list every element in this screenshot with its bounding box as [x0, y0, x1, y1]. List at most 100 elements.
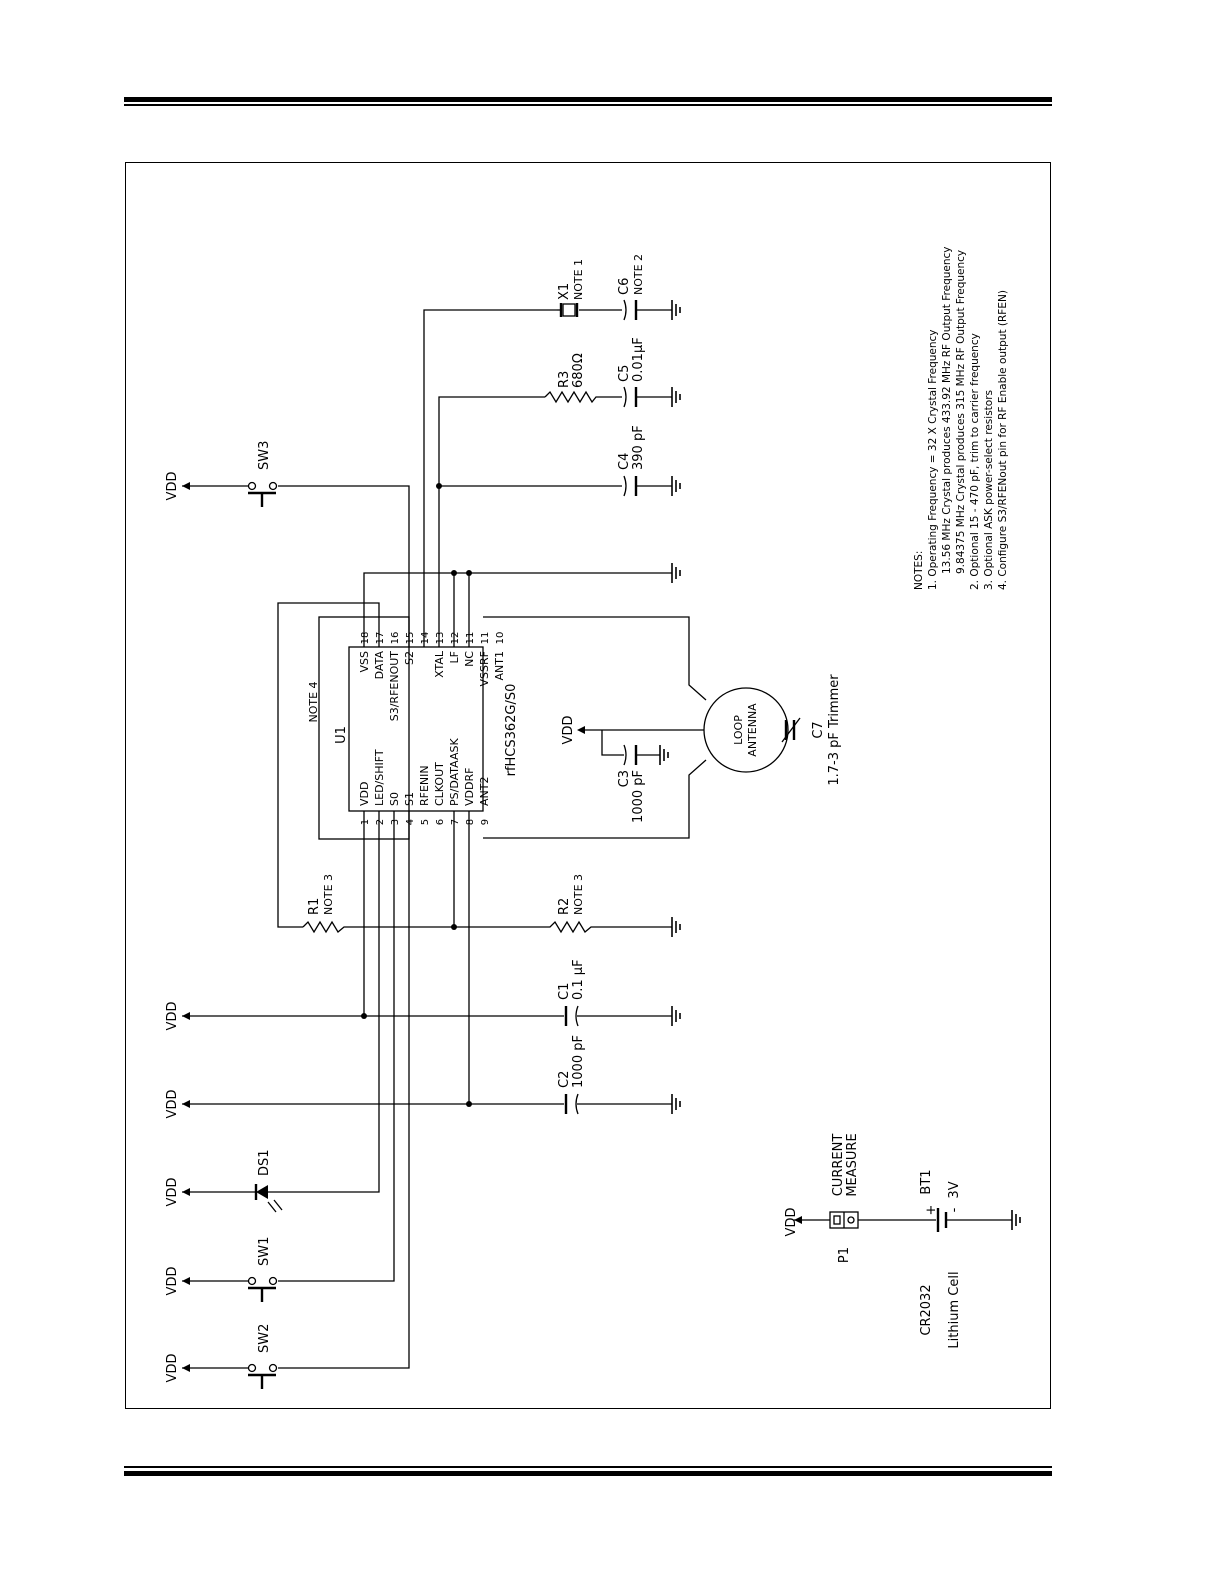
- pin-number: 7: [450, 819, 461, 825]
- p1-line2: MEASURE: [845, 1133, 860, 1196]
- wires: [277, 309, 707, 1369]
- bt1-label: BT1: [919, 1169, 934, 1194]
- pin-number: 12: [450, 632, 461, 645]
- c2-value: 1000 pF: [571, 1035, 586, 1088]
- x1-crystal: X1 NOTE 1: [557, 259, 622, 317]
- c1-capacitor: VDD C1 0.1 µF: [165, 959, 681, 1030]
- pin-name: VDD: [358, 782, 371, 806]
- c7-label: C7: [811, 721, 826, 738]
- bt1-value: 3V: [947, 1181, 962, 1198]
- p1-label: P1: [837, 1247, 852, 1263]
- sw3: VDD SW3: [165, 441, 278, 507]
- p1-line1: CURRENT: [831, 1134, 846, 1197]
- note-item-2: 13.56 MHz Crystal produces 433.92 MHz RF…: [941, 247, 953, 574]
- notes-block: NOTES: 1. Operating Frequency = 32 X Cry…: [913, 247, 1009, 590]
- pin-name: NC: [463, 651, 476, 667]
- pin-name: S1: [403, 792, 416, 806]
- sw2: VDD SW2: [165, 1324, 278, 1389]
- c7-value: 1.7-3 pF Trimmer: [827, 674, 842, 786]
- pin-name: ANT2: [478, 777, 491, 806]
- note-item-4: 2. Optional 15 - 470 pF, trim to carrier…: [969, 333, 981, 590]
- u1-chip: U1 rfHCS362G/S0 NOTE 4 1VDD2LED/SHIFT3S0…: [307, 616, 519, 840]
- u1-body: [348, 646, 484, 812]
- sw1-label: SW1: [257, 1237, 272, 1266]
- antenna-vdd: VDD: [561, 716, 576, 745]
- c3-label: C3: [617, 770, 632, 787]
- bt1-type: CR2032: [919, 1284, 934, 1335]
- note-item-6: 4. Configure S3/RFENout pin for RF Enabl…: [997, 290, 1009, 590]
- note-item-3: 9.84375 MHz Crystal produces 315 MHz RF …: [955, 250, 967, 574]
- pin-name: LED/SHIFT: [373, 749, 386, 806]
- u1-pin-left-3: 3S0: [388, 792, 401, 825]
- r1-label: R1: [307, 898, 322, 915]
- pin-name: CLKOUT: [433, 762, 446, 806]
- pin-name: XTAL: [433, 650, 446, 678]
- pin-number: 18: [360, 632, 371, 645]
- u1-part: rfHCS362G/S0: [504, 684, 519, 777]
- pin-name: DATA: [373, 651, 386, 680]
- vss-ground-icon: [671, 562, 681, 584]
- u1-pin-right-5: 14: [420, 632, 431, 645]
- pin-number: 4: [405, 819, 416, 825]
- pin-name: S3/RFENOUT: [388, 651, 401, 722]
- c3-capacitor: C3 1000 pF: [601, 730, 669, 823]
- sw1-vdd: VDD: [165, 1267, 180, 1296]
- pin-number: 15: [405, 632, 416, 645]
- header-rule-thick: [124, 97, 1052, 102]
- r3-resistor: R3 680Ω: [544, 353, 622, 404]
- pin-number: 2: [375, 819, 386, 825]
- bt1-minus: -: [947, 1207, 962, 1212]
- x1-note: NOTE 1: [572, 259, 585, 300]
- r3-label: R3: [557, 371, 572, 388]
- pin-number: 8: [465, 819, 476, 825]
- pin-name: LF: [448, 651, 461, 663]
- c6-note: NOTE 2: [632, 254, 645, 295]
- pin-name: VSSRF: [478, 651, 491, 686]
- bt1-desc: Lithium Cell: [947, 1271, 962, 1348]
- note-item-1: 1. Operating Frequency = 32 X Crystal Fr…: [927, 329, 939, 590]
- r2-resistor: R2 NOTE 3: [454, 874, 681, 938]
- notes-heading: NOTES:: [913, 551, 925, 590]
- sw2-vdd: VDD: [165, 1354, 180, 1383]
- c2-vdd: VDD: [165, 1090, 180, 1119]
- antenna-line2: ANTENNA: [746, 703, 759, 757]
- c5-capacitor: C5 0.01µF: [617, 337, 681, 408]
- pin-number: 16: [390, 632, 401, 645]
- pin-name: RFENIN: [418, 765, 431, 806]
- pin-name: PS/DATAASK: [448, 738, 461, 806]
- header-rule-thin: [124, 104, 1052, 106]
- c4-value: 390 pF: [631, 425, 646, 470]
- ds1-label: DS1: [257, 1149, 272, 1176]
- p1-vdd: VDD: [784, 1208, 799, 1237]
- c1-label: C1: [557, 983, 572, 1000]
- pin-number: 13: [435, 632, 446, 645]
- c5-value: 0.01µF: [631, 337, 646, 382]
- r2-label: R2: [557, 898, 572, 915]
- c4-label: C4: [617, 453, 632, 470]
- r1-note: NOTE 3: [322, 874, 335, 915]
- r2-note: NOTE 3: [572, 874, 585, 915]
- c6-label: C6: [617, 278, 632, 295]
- note-item-5: 3. Optional ASK power-select resistors: [983, 390, 995, 590]
- loop-antenna: LOOP ANTENNA VDD C7 1.7-3 pF Trimmer: [561, 674, 842, 786]
- pin-number: 14: [420, 632, 431, 645]
- antenna-line1: LOOP: [732, 715, 745, 745]
- u1-pin-left-2: 2 LED/SHIFT: [373, 749, 386, 825]
- note4-label: NOTE 4: [307, 681, 320, 722]
- ds1-led: VDD DS1: [165, 1149, 292, 1213]
- sw1: VDD SW1: [165, 1237, 278, 1302]
- pin-number: 10: [495, 632, 506, 645]
